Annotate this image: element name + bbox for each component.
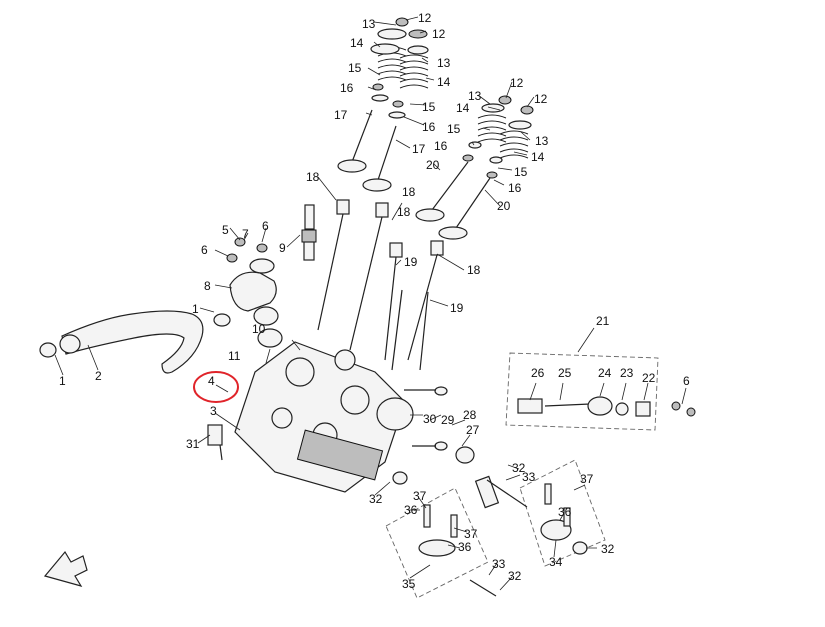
part-label: 7	[242, 227, 249, 241]
part-label: 37	[580, 472, 594, 486]
part-label: 32	[508, 569, 522, 583]
part-label: 13	[362, 17, 376, 31]
part-label: 10	[252, 322, 266, 336]
part-label: 13	[535, 134, 549, 148]
part-label: 12	[432, 27, 446, 41]
part-label: 18	[306, 170, 320, 184]
part-label: 30	[423, 412, 437, 426]
part-label: 1	[59, 374, 66, 388]
part-label: 11	[228, 349, 241, 363]
part-label: 15	[348, 61, 362, 75]
tensioner-group	[505, 352, 696, 431]
front-direction-arrow-icon	[43, 550, 88, 587]
part-label: 22	[642, 371, 656, 385]
part-label: 37	[464, 527, 478, 541]
rocker-groups	[385, 459, 606, 599]
part-label: 6	[262, 219, 269, 233]
part-label: 18	[397, 205, 411, 219]
part-label: 2	[95, 369, 102, 383]
part-label: 15	[422, 100, 436, 114]
part-label: 1	[192, 302, 199, 316]
part-label: 16	[434, 139, 448, 153]
part-label: 15	[514, 165, 528, 179]
part-label: 25	[558, 366, 572, 380]
part-label: 17	[412, 142, 426, 156]
water-outlet-and-hose	[39, 237, 283, 374]
part-label: 32	[369, 492, 383, 506]
part-label: 36	[404, 503, 418, 517]
part-label: 21	[596, 314, 610, 328]
part-label: 3	[210, 404, 217, 418]
part-label: 20	[426, 158, 440, 172]
valve-train-right	[415, 95, 534, 240]
part-label: 14	[350, 36, 364, 50]
part-label: 16	[508, 181, 522, 195]
part-label: 12	[534, 92, 548, 106]
part-label: 26	[531, 366, 545, 380]
cylinder-head	[207, 341, 475, 493]
part-label: 33	[492, 557, 506, 571]
part-label: 23	[620, 366, 634, 380]
part-label: 14	[531, 150, 545, 164]
part-label: 36	[458, 540, 472, 554]
part-label: 18	[402, 185, 416, 199]
highlighted-part-label: 4	[208, 374, 215, 388]
part-label: 32	[512, 461, 526, 475]
leader-lines	[54, 16, 687, 591]
part-label: 29	[441, 413, 455, 427]
head-bolts	[301, 199, 444, 371]
part-label: 16	[422, 120, 436, 134]
part-label: 5	[222, 223, 229, 237]
part-label: 6	[683, 374, 690, 388]
highlight-circle	[193, 371, 239, 403]
part-label: 13	[468, 89, 482, 103]
part-label: 36	[558, 505, 572, 519]
part-label: 17	[334, 108, 348, 122]
part-label: 16	[340, 81, 354, 95]
part-label: 19	[404, 255, 418, 269]
part-label: 14	[456, 101, 470, 115]
part-label: 33	[522, 470, 536, 484]
part-label: 13	[437, 56, 451, 70]
part-label: 14	[437, 75, 451, 89]
part-label: 20	[497, 199, 511, 213]
part-labels: 13 12 14 12 13 15 14 16 15 17 16 17 12 1…	[59, 11, 690, 591]
part-label: 12	[418, 11, 432, 25]
part-label: 32	[601, 542, 615, 556]
part-label: 12	[510, 76, 524, 90]
part-label: 34	[549, 555, 563, 569]
part-label: 37	[413, 489, 427, 503]
part-label: 35	[402, 577, 416, 591]
part-label: 19	[450, 301, 464, 315]
part-label: 18	[467, 263, 481, 277]
part-label: 24	[598, 366, 612, 380]
part-label: 15	[447, 122, 461, 136]
part-label: 28	[463, 408, 477, 422]
part-label: 8	[204, 279, 211, 293]
valve-train-left	[337, 17, 429, 192]
part-label: 6	[201, 243, 208, 257]
part-label: 31	[186, 437, 200, 451]
part-label: 27	[466, 423, 480, 437]
part-label: 9	[279, 241, 286, 255]
